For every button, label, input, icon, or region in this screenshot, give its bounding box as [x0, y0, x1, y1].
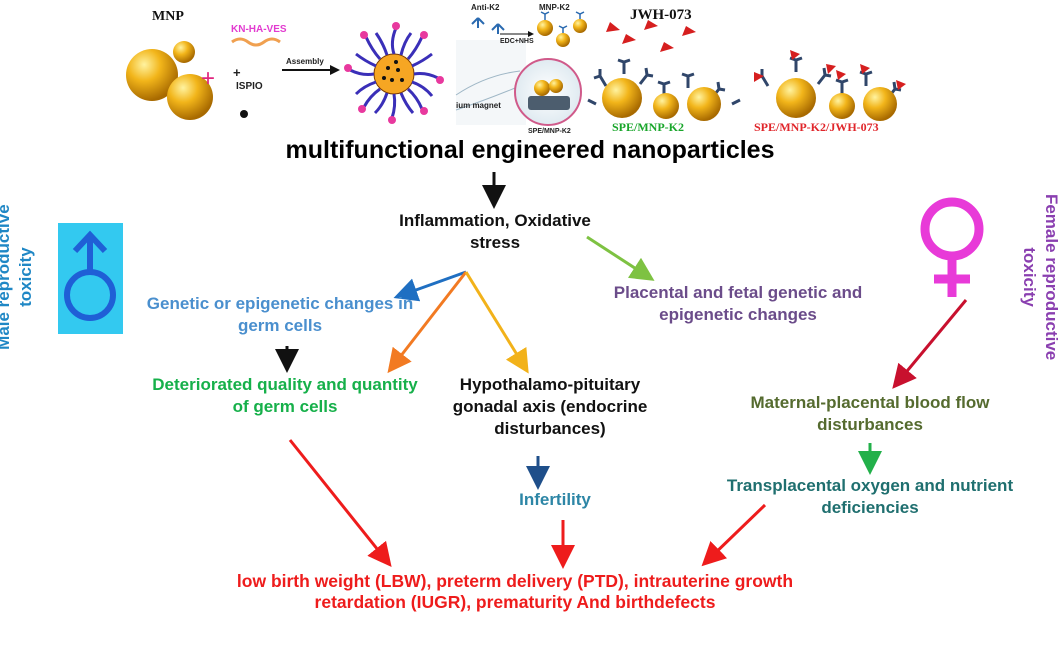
- node-deteriorated-germ-cells: Deteriorated quality and quantity of ger…: [152, 375, 418, 416]
- spe-mnp-k2-small-label: SPE/MNP-K2: [528, 128, 571, 135]
- mnp-sphere: [126, 49, 178, 101]
- page-title: multifunctional engineered nanoparticles: [285, 136, 775, 164]
- node-transplacental: Transplacental oxygen and nutrient defic…: [726, 476, 1014, 517]
- kn-ha-ves-label: KN-HA-VES: [231, 24, 287, 35]
- mnp-label: MNP: [152, 9, 184, 24]
- node-hpg-axis: Hypothalamo-pituitary gonadal axis (endo…: [452, 375, 648, 438]
- node-outcomes: low birth weight (LBW), preterm delivery…: [236, 571, 794, 613]
- mnp-sphere: [167, 74, 213, 120]
- arrow-to-genetic: [393, 270, 467, 302]
- node-genetic-changes: Genetic or epigenetic changes in germ ce…: [146, 294, 414, 335]
- node-maternal-placental: Maternal-placental blood flow disturbanc…: [750, 393, 990, 434]
- anti-k2-label: Anti-K2: [471, 3, 500, 12]
- ispio-dot: [240, 110, 248, 118]
- mnp-sphere: [173, 41, 195, 63]
- node-placental-changes: Placental and fetal genetic and epigenet…: [613, 283, 863, 324]
- micelle: [344, 22, 444, 124]
- arrow-transplacental-to-outcome: [701, 503, 767, 567]
- node-infertility: Infertility: [519, 490, 591, 509]
- polymer-strand: [231, 37, 281, 47]
- conjugation-strip: [471, 11, 696, 52]
- male-symbol-icon: [58, 223, 123, 334]
- arrow-to-hpg: [464, 271, 529, 374]
- mnp-k2-label: MNP-K2: [539, 3, 570, 12]
- spe-mnp-k2-particles: [587, 58, 741, 121]
- female-symbol-icon: [920, 197, 984, 297]
- node-inflammation: Inflammation, Oxidative stress: [399, 211, 591, 252]
- edc-nhs-label: EDC+NHS: [500, 38, 534, 45]
- spe-mnp-k2-jwh-particles: [754, 50, 906, 121]
- arrow-to-placental: [586, 235, 655, 281]
- spe-mnp-k2-label: SPE/MNP-K2: [612, 120, 684, 134]
- assembly-label: Assembly: [286, 57, 324, 66]
- magnet-label: ium magnet: [456, 101, 501, 110]
- nanoparticle-illustration: + +: [126, 11, 906, 126]
- arrow-to-deteriorated: [387, 271, 468, 374]
- svg-text:+: +: [233, 65, 241, 80]
- magnet-inset: [455, 40, 582, 126]
- plus-sign: +: [201, 65, 215, 92]
- arrow-deteriorated-to-outcome: [288, 439, 392, 568]
- ispio-label: ISPIO: [236, 81, 263, 92]
- arrow-female-to-maternal: [892, 299, 968, 389]
- spe-mnp-k2-jwh-label: SPE/MNP-K2/JWH-073: [754, 120, 879, 134]
- jwh-label: JWH-073: [630, 7, 692, 23]
